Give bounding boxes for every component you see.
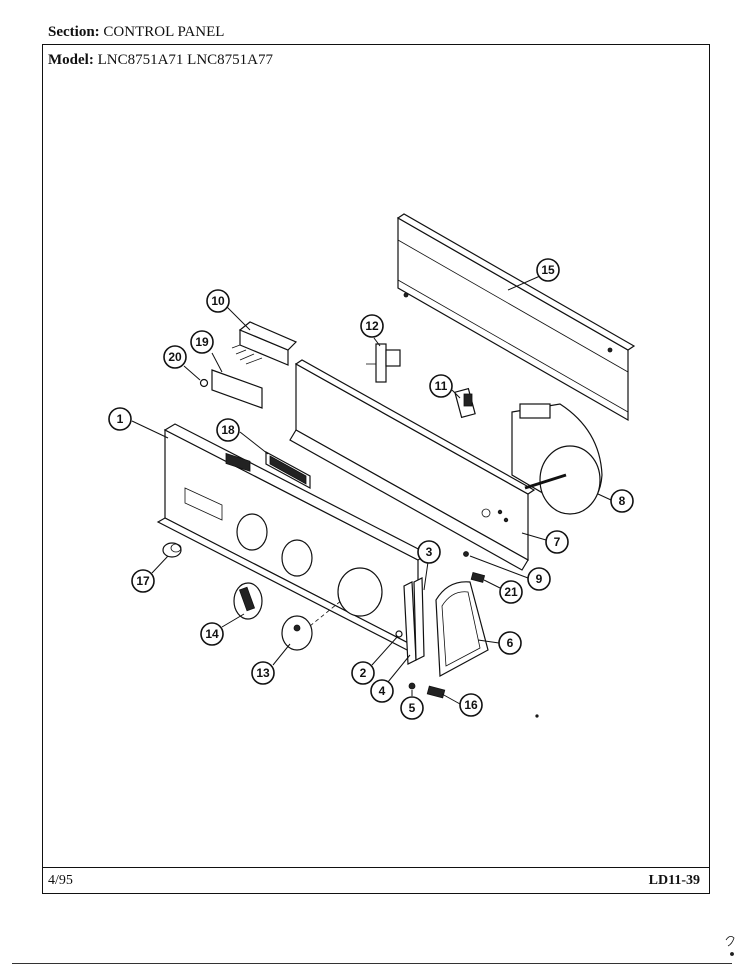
section-heading: Section: CONTROL PANEL <box>48 24 224 41</box>
svg-text:8: 8 <box>619 494 626 508</box>
part-switch-11 <box>454 387 476 419</box>
part-switch-12 <box>366 343 401 383</box>
svg-text:4: 4 <box>379 684 386 698</box>
footer-code: LD11-39 <box>648 873 700 888</box>
part-screw-20 <box>199 378 209 388</box>
part-switch-bracket <box>211 369 263 472</box>
part-screw-5 <box>408 682 416 690</box>
part-knob-17 <box>162 542 182 558</box>
part-clip-21 <box>470 572 486 583</box>
callout-17: 17 <box>131 569 155 593</box>
svg-text:9: 9 <box>536 572 543 586</box>
callout-14: 14 <box>200 622 224 646</box>
part-screw-9 <box>463 551 469 557</box>
model-label: Model: <box>48 52 94 68</box>
callout-21: 21 <box>499 580 523 604</box>
svg-text:11: 11 <box>435 379 448 393</box>
svg-text:3: 3 <box>426 545 433 559</box>
section-label: Section: <box>48 24 100 40</box>
svg-text:15: 15 <box>541 263 555 277</box>
section-value: CONTROL PANEL <box>103 24 225 40</box>
svg-text:20: 20 <box>168 350 182 364</box>
svg-text:13: 13 <box>256 666 270 680</box>
leader-lines <box>131 275 612 705</box>
part-trim-strip <box>403 577 425 665</box>
model-value: LNC8751A71 LNC8751A77 <box>97 52 273 68</box>
svg-text:21: 21 <box>504 585 518 599</box>
callout-7: 7 <box>545 530 569 554</box>
callout-6: 6 <box>498 631 522 655</box>
callout-13: 13 <box>251 661 275 685</box>
part-screw-2 <box>395 630 403 638</box>
model-heading: Model: LNC8751A71 LNC8751A77 <box>48 52 273 69</box>
svg-text:16: 16 <box>464 698 478 712</box>
callout-5: 5 <box>400 696 424 720</box>
callout-3: 3 <box>417 540 441 564</box>
callout-2: 2 <box>351 661 375 685</box>
callout-9: 9 <box>527 567 551 591</box>
callout-20: 20 <box>163 345 187 369</box>
footer-date: 4/95 <box>48 873 73 888</box>
svg-text:5: 5 <box>409 701 416 715</box>
svg-text:7: 7 <box>554 535 561 549</box>
svg-text:10: 10 <box>211 294 225 308</box>
bottom-divider <box>12 963 732 964</box>
part-knob-13 <box>281 599 343 651</box>
callout-10: 10 <box>206 289 230 313</box>
footer-divider <box>43 867 709 868</box>
callout-4: 4 <box>370 679 394 703</box>
svg-text:1: 1 <box>117 412 124 426</box>
callout-19: 19 <box>190 330 214 354</box>
callout-1: 1 <box>108 407 132 431</box>
callout-16: 16 <box>459 693 483 717</box>
part-knob-14 <box>233 582 263 620</box>
svg-text:2: 2 <box>360 666 367 680</box>
callout-12: 12 <box>360 314 384 338</box>
svg-text:12: 12 <box>365 319 379 333</box>
corner-mark <box>725 936 735 956</box>
callout-18: 18 <box>216 418 240 442</box>
svg-text:17: 17 <box>136 574 150 588</box>
svg-text:6: 6 <box>507 636 514 650</box>
part-timer-mechanism <box>511 403 603 515</box>
svg-text:19: 19 <box>195 335 209 349</box>
part-display-lens <box>265 450 311 490</box>
part-fastener-16 <box>426 685 446 699</box>
part-rear-panel <box>396 213 636 422</box>
diagram-frame <box>42 44 710 894</box>
callout-8: 8 <box>610 489 634 513</box>
callout-15: 15 <box>536 258 560 282</box>
svg-text:14: 14 <box>205 627 219 641</box>
svg-text:18: 18 <box>221 423 235 437</box>
part-console-back <box>289 359 536 571</box>
callout-11: 11 <box>429 374 453 398</box>
part-switch-block <box>231 321 298 366</box>
part-end-cap <box>435 581 489 677</box>
